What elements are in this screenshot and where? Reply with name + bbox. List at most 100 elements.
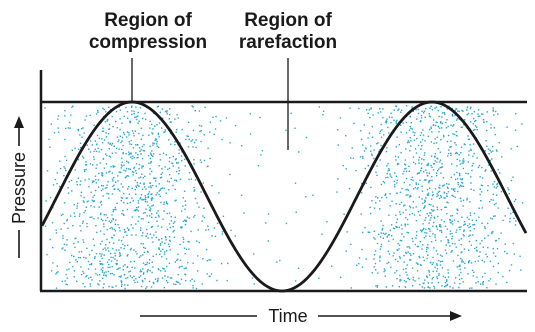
particle-dot xyxy=(123,164,125,166)
particle-dot xyxy=(91,144,93,146)
particle-dot xyxy=(178,149,180,151)
particle-dot xyxy=(105,111,107,113)
particle-dot xyxy=(182,241,185,243)
particle-dot xyxy=(385,122,388,124)
particle-dot xyxy=(184,208,186,210)
particle-dot xyxy=(83,196,85,199)
particle-dot xyxy=(156,281,159,283)
particle-dot xyxy=(139,150,141,152)
particle-dot xyxy=(110,256,112,258)
particle-dot xyxy=(435,121,437,123)
particle-dot xyxy=(127,244,129,246)
particle-dot xyxy=(372,114,374,116)
particle-dot xyxy=(141,157,144,160)
particle-dot xyxy=(142,254,144,256)
particle-dot xyxy=(466,197,468,200)
particle-dot xyxy=(109,142,111,145)
particle-dot xyxy=(396,218,399,220)
particle-dot xyxy=(399,213,402,215)
particle-dot xyxy=(144,200,146,203)
particle-dot xyxy=(382,180,385,183)
particle-dot xyxy=(435,239,437,241)
particle-dot xyxy=(127,117,129,119)
particle-dot xyxy=(141,173,143,175)
particle-dot xyxy=(427,282,429,284)
particle-dot xyxy=(312,194,314,196)
particle-dot xyxy=(182,220,185,223)
particle-dot xyxy=(172,226,174,228)
particle-dot xyxy=(494,215,496,217)
particle-dot xyxy=(463,221,466,223)
particle-dot xyxy=(468,249,470,251)
particle-dot xyxy=(197,270,199,272)
particle-dot xyxy=(111,144,113,146)
particle-dot xyxy=(420,167,422,169)
particle-dot xyxy=(174,143,176,146)
particle-dot xyxy=(439,230,441,232)
particle-dot xyxy=(134,179,136,182)
particle-dot xyxy=(439,184,441,187)
particle-dot xyxy=(115,120,117,123)
particle-dot xyxy=(161,241,163,243)
particle-dot xyxy=(490,170,492,172)
particle-dot xyxy=(124,287,126,290)
particle-dot xyxy=(452,188,455,190)
particle-dot xyxy=(112,165,114,167)
particle-dot xyxy=(48,138,50,141)
particle-dot xyxy=(106,192,108,195)
particle-dot xyxy=(135,193,137,195)
particle-dot xyxy=(425,235,427,237)
particle-dot xyxy=(448,134,450,137)
particle-dot xyxy=(213,227,216,229)
particle-dot xyxy=(434,234,436,236)
particle-dot xyxy=(361,266,364,268)
particle-dot xyxy=(174,118,176,120)
particle-dot xyxy=(80,266,82,268)
particle-dot xyxy=(174,200,176,202)
particle-dot xyxy=(159,253,161,255)
particle-dot xyxy=(77,158,80,161)
particle-dot xyxy=(398,226,400,229)
particle-dot xyxy=(172,155,174,158)
particle-dot xyxy=(179,142,181,144)
particle-dot xyxy=(103,223,105,225)
y-axis-label: Pressure xyxy=(9,152,29,224)
particle-dot xyxy=(399,203,401,206)
particle-dot xyxy=(80,191,83,194)
particle-dot xyxy=(182,197,184,199)
particle-dot xyxy=(352,157,355,159)
particle-dot xyxy=(470,188,472,190)
particle-dot xyxy=(130,261,132,263)
particle-dot xyxy=(109,252,112,255)
particle-dot xyxy=(110,260,113,262)
particle-dot xyxy=(403,236,405,238)
particle-dot xyxy=(279,259,281,262)
particle-dot xyxy=(77,256,80,259)
particle-dot xyxy=(429,128,431,131)
particle-dot xyxy=(198,110,200,112)
particle-dot xyxy=(384,269,386,272)
particle-dot xyxy=(152,133,154,135)
particle-dot xyxy=(200,191,202,193)
particle-dot xyxy=(59,160,61,162)
particle-dot xyxy=(439,195,442,197)
particle-dot xyxy=(483,121,485,123)
particle-dot xyxy=(117,175,119,177)
particle-dot xyxy=(492,183,494,185)
particle-dot xyxy=(144,112,146,115)
particle-dot xyxy=(408,246,410,248)
particle-dot xyxy=(381,228,384,230)
particle-dot xyxy=(369,145,372,147)
particle-dot xyxy=(95,113,98,115)
particle-dot xyxy=(463,124,465,126)
particle-dot xyxy=(501,156,503,158)
particle-dot xyxy=(94,268,97,270)
particle-dot xyxy=(488,280,490,282)
particle-dot xyxy=(133,249,135,251)
particle-dot xyxy=(67,227,69,229)
particle-dot xyxy=(205,248,208,251)
particle-dot xyxy=(402,268,405,271)
particle-dot xyxy=(91,216,93,218)
particle-dot xyxy=(104,121,106,123)
particle-dot xyxy=(485,253,487,256)
